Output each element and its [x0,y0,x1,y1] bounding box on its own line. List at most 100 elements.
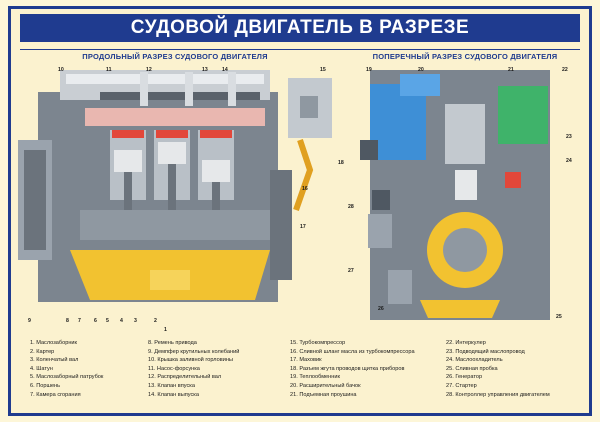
callout-2: 2 [154,318,157,324]
callout-22: 22 [562,67,568,73]
callout-6: 6 [94,318,97,324]
callout-8: 8 [66,318,69,324]
legend-column-3: 15. Турбокомпрессор 16. Сливной шланг ма… [290,339,415,399]
legend-item: 19. Теплообменник [290,374,340,381]
poster-title: СУДОВОЙ ДВИГАТЕЛЬ В РАЗРЕЗЕ [20,14,580,42]
drive-belt [24,150,46,250]
legend-item: 20. Расширительный бачок [290,382,361,389]
legend-item: 14. Клапан выпуска [148,391,199,398]
legend-item: 5. Маслозаборный патрубок [30,374,104,381]
flywheel [270,170,292,280]
callout-12: 12 [146,67,152,73]
injector-1 [140,72,148,106]
camshaft [100,92,260,100]
callout-24: 24 [566,158,572,164]
callout-4: 4 [120,318,123,324]
legend-item: 25. Сливная пробка [446,365,498,372]
transverse-sump [420,300,500,318]
injector-3 [228,72,236,106]
legend-item: 23. Подводящий маслопровод [446,348,525,355]
legend-item: 28. Контроллер управления двигателем [446,391,550,398]
callout-25: 25 [556,314,562,320]
oil-cooler [505,172,521,188]
piston-1 [114,150,142,172]
callout-14: 14 [222,67,228,73]
legend-item: 1. Маслозаборник [30,340,77,346]
callout-18: 18 [338,160,344,166]
legend-item: 3. Коленчатый вал [30,357,79,364]
callout-11: 11 [106,67,112,73]
callout-5: 5 [106,318,109,324]
legend-item: 24. Маслоохладитель [446,357,503,364]
legend-item: 8. Ремень привода [148,340,197,346]
combustion-chamber-1 [112,130,144,138]
callout-19: 19 [366,67,372,73]
conrod-1 [124,172,132,212]
legend-item: 15. Турбокомпрессор [290,340,346,346]
valve-cover [66,74,264,84]
crankshaft [80,210,270,240]
legend-item: 2. Картер [30,348,55,355]
legend-item: 6. Поршень [30,382,61,389]
harness-connector [360,140,378,160]
turbo-oil-drain-hose [293,139,314,211]
longitudinal-section [18,70,332,302]
legend-item: 17. Маховик [290,357,322,364]
engine-controller [372,190,390,210]
callout-17: 17 [300,224,306,230]
legend-column-1: 1. Маслозаборник 2. Картер 3. Коленчатый… [30,339,103,399]
piston-cross-section [455,170,477,200]
intercooler [498,86,548,144]
callout-15: 15 [320,67,326,73]
callout-10: 10 [58,67,64,73]
legend-item: 22. Интеркулер [446,340,486,346]
legend-column-2: 8. Ремень привода 9. Демпфер крутильных … [148,339,239,399]
turbo-core [300,96,318,118]
piston-2 [158,142,186,164]
callout-27: 27 [348,268,354,274]
expansion-tank [400,74,440,96]
callout-13: 13 [202,67,208,73]
legend-column-4: 22. Интеркулер 23. Подводящий маслопрово… [446,339,550,399]
callout-23: 23 [566,134,572,140]
legend-item: 7. Камера сгорания [30,391,81,398]
legend-item: 11. Насос-форсунка [148,365,200,372]
callout-20: 20 [418,67,424,73]
legend-item: 9. Демпфер крутильных колебаний [148,348,240,355]
legend-item: 26. Генератор [446,374,483,381]
callout-7: 7 [78,318,81,324]
starter [368,214,392,248]
title-rule [20,49,580,50]
head-cross-section [445,104,485,164]
callout-9: 9 [28,318,31,324]
legend-item: 16. Сливной шланг масла из турбокомпресс… [290,348,415,355]
callout-28: 28 [348,204,354,210]
alternator [388,270,412,304]
crank-throw [443,228,487,272]
callout-21: 21 [508,67,514,73]
callout-1: 1 [164,327,167,333]
heat-exchanger [370,84,426,160]
head-water-jacket [85,108,265,126]
legend-item: 13. Клапан впуска [148,382,195,389]
conrod-2 [168,164,176,212]
transverse-section [360,70,550,320]
oil-pickup [150,270,190,290]
callout-26: 26 [378,306,384,312]
legend-item: 4. Шатун [30,365,53,372]
legend-item: 12. Распределительный вал [148,374,222,381]
piston-3 [202,160,230,182]
legend-item: 27. Стартер [446,382,477,389]
conrod-3 [212,182,220,212]
legend-item: 21. Подъемная проушина [290,391,357,398]
combustion-chamber-3 [200,130,232,138]
subtitle-transverse: ПОПЕРЕЧНЫЙ РАЗРЕЗ СУДОВОГО ДВИГАТЕЛЯ [372,52,558,61]
callout-16: 16 [302,186,308,192]
callout-3: 3 [134,318,137,324]
injector-2 [185,72,193,106]
subtitle-longitudinal: ПРОДОЛЬНЫЙ РАЗРЕЗ СУДОВОГО ДВИГАТЕЛЯ [82,52,268,61]
legend-item: 18. Разъем жгута проводов щитка приборов [290,365,405,372]
combustion-chamber-2 [156,130,188,138]
